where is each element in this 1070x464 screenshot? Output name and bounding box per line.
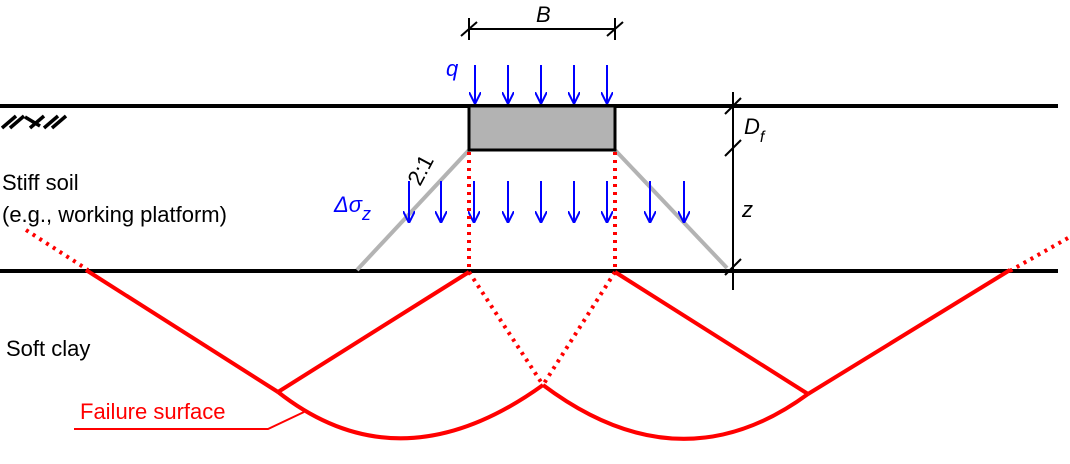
active-wedge-left-dotted [467, 270, 545, 387]
footing [467, 104, 617, 152]
passive-wedge-right [806, 268, 1012, 396]
failure-surface [24, 152, 1069, 441]
stress-spread-line-right [613, 148, 729, 270]
wedge-line-right [613, 270, 810, 396]
width-label: B [536, 2, 551, 27]
passive-wedge-left [84, 268, 280, 394]
failure-arc-left [276, 383, 545, 441]
stress-arrows [409, 181, 684, 222]
stiff-soil-example-label: (e.g., working platform) [2, 202, 227, 227]
failure-surface-leader [74, 411, 305, 430]
depth-dimension [724, 92, 742, 290]
hatched-ground-icon [0, 114, 68, 130]
failure-extension-left [24, 228, 90, 272]
depth-z-label: z [741, 197, 753, 222]
failure-arc-right [541, 383, 810, 441]
width-dimension [460, 18, 624, 40]
soft-clay-label: Soft clay [6, 336, 90, 361]
depth-df-label: Df [744, 114, 766, 146]
load-label: q [446, 56, 459, 81]
failure-surface-label: Failure surface [80, 399, 226, 424]
stress-spread-line-left [355, 148, 471, 272]
stiff-soil-label: Stiff soil [2, 170, 79, 195]
stress-label: Δσz [333, 192, 371, 224]
failure-extension-right [1007, 236, 1069, 274]
load-arrows [475, 65, 607, 103]
active-wedge-right-dotted [541, 270, 617, 387]
slope-label: 2:1 [402, 151, 438, 190]
wedge-line-left [276, 270, 471, 394]
